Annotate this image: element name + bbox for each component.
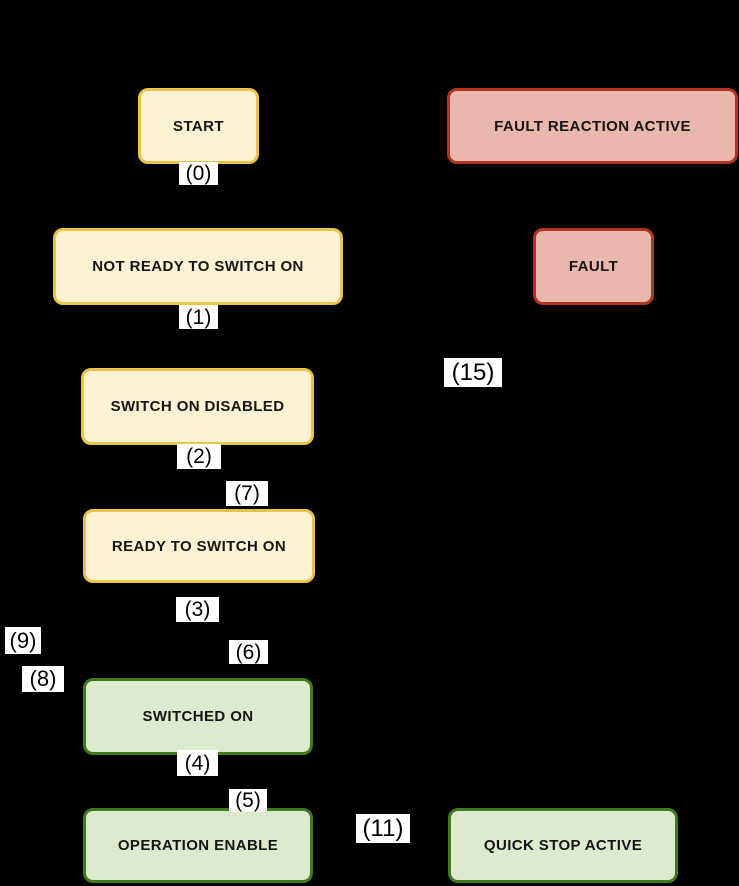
state-switch-on-disabled-label: SWITCH ON DISABLED — [110, 398, 285, 415]
transition-label-4: (4) — [177, 750, 218, 776]
transition-label-5: (5) — [229, 789, 267, 812]
transition-label-text: (9) — [9, 627, 37, 653]
transition-label-7: (7) — [226, 481, 268, 506]
transition-label-11: (11) — [356, 814, 410, 843]
transition-label-text: (7) — [234, 482, 260, 505]
transition-label-15: (15) — [444, 358, 502, 387]
state-quick-stop-active: QUICK STOP ACTIVE — [448, 808, 678, 883]
transition-label-0: (0) — [179, 162, 218, 185]
state-switched-on: SWITCHED ON — [83, 678, 313, 755]
transition-label-text: (3) — [184, 598, 211, 621]
transition-label-text: (15) — [451, 358, 495, 386]
transition-label-text: (5) — [235, 789, 261, 812]
transition-label-text: (0) — [185, 162, 212, 185]
state-switch-on-disabled: SWITCH ON DISABLED — [81, 368, 314, 445]
transition-label-6: (6) — [229, 640, 268, 664]
transition-label-2: (2) — [177, 444, 221, 469]
state-fault-label: FAULT — [568, 258, 619, 275]
state-start: START — [138, 88, 259, 164]
transition-label-1: (1) — [179, 305, 218, 329]
state-switched-on-label: SWITCHED ON — [142, 708, 254, 725]
transition-label-8: (8) — [22, 666, 64, 692]
transition-label-text: (2) — [186, 445, 212, 468]
state-ready-to-switch-on: READY TO SWITCH ON — [83, 509, 315, 583]
transition-label-text: (1) — [185, 305, 212, 329]
transition-label-3: (3) — [176, 597, 219, 622]
state-not-ready-to-switch-on: NOT READY TO SWITCH ON — [53, 228, 343, 305]
transition-label-text: (6) — [235, 640, 262, 664]
state-fault-reaction-active: FAULT REACTION ACTIVE — [447, 88, 738, 164]
transition-label-text: (4) — [184, 751, 211, 775]
state-ready-to-switch-on-label: READY TO SWITCH ON — [111, 537, 287, 555]
state-fault-reaction-active-label: FAULT REACTION ACTIVE — [494, 117, 691, 135]
state-quick-stop-active-label: QUICK STOP ACTIVE — [483, 837, 643, 854]
state-operation-enable-label: OPERATION ENABLE — [117, 837, 279, 854]
state-fault: FAULT — [533, 228, 654, 305]
state-not-ready-to-switch-on-label: NOT READY TO SWITCH ON — [92, 258, 304, 275]
state-start-label: START — [173, 117, 224, 135]
transition-label-9: (9) — [5, 627, 41, 654]
transition-label-text: (11) — [362, 814, 404, 842]
transition-label-text: (8) — [29, 666, 57, 691]
state-operation-enable: OPERATION ENABLE — [83, 808, 313, 883]
